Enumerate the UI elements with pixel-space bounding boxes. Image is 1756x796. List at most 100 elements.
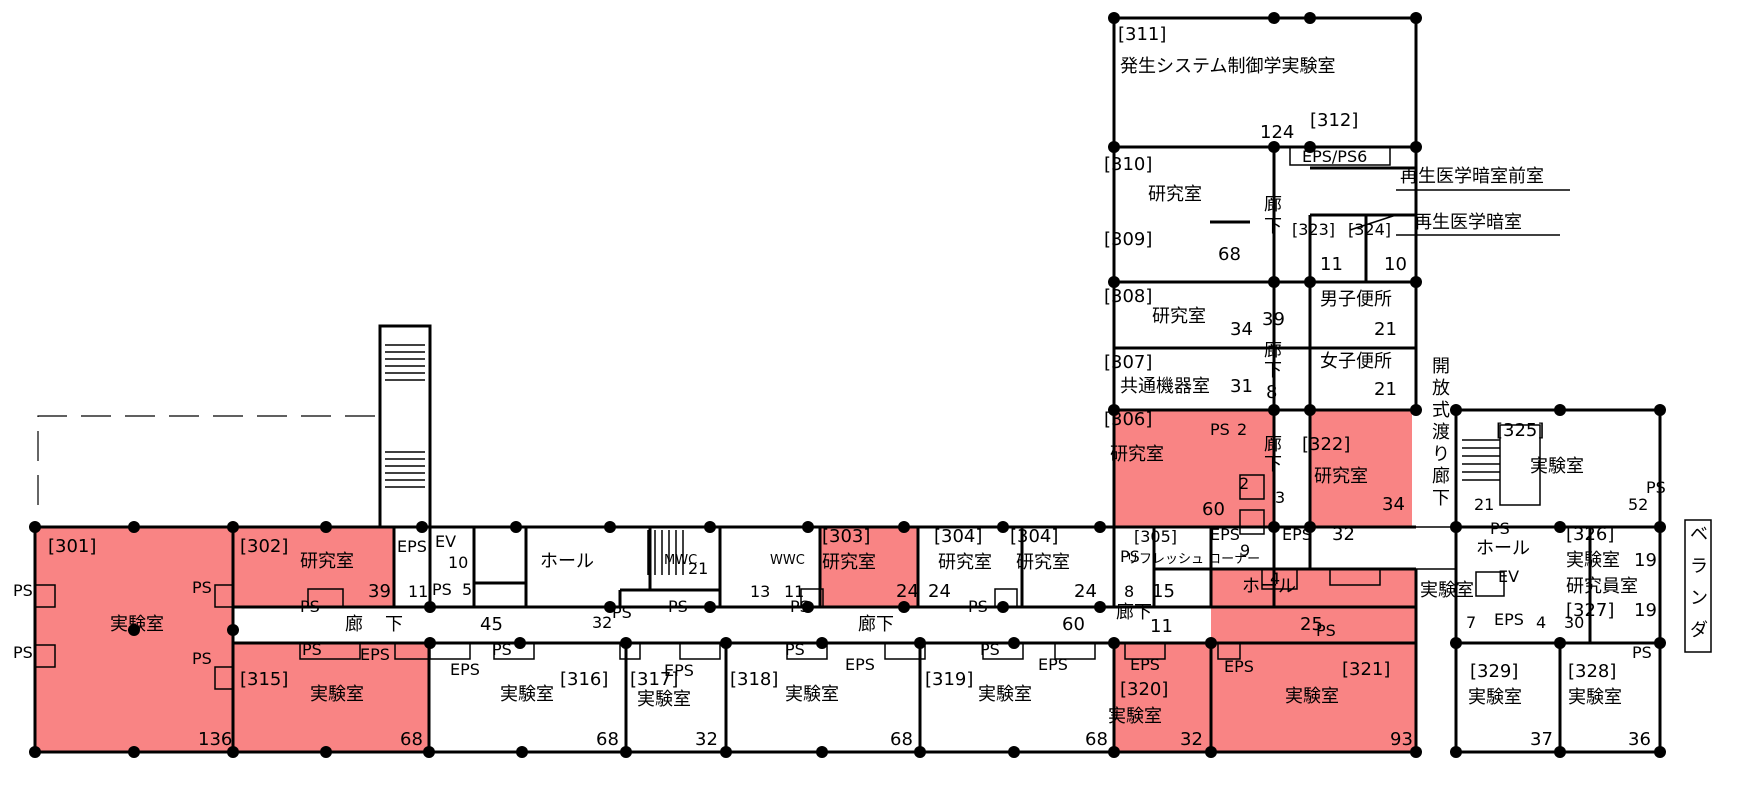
svg-text:4: 4 (1270, 569, 1280, 588)
corridor-v1: 廊 (1264, 194, 1282, 215)
corridor-v-area: 39 (1262, 309, 1285, 330)
callout-2: 再生医学暗室 (1414, 212, 1522, 233)
svg-text:32: 32 (1332, 524, 1355, 545)
svg-text:3: 3 (1275, 488, 1285, 507)
highlight-fills (35, 410, 1416, 752)
svg-text:PS: PS (302, 640, 322, 659)
svg-text:[322]: [322] (1302, 434, 1350, 455)
svg-text:実験室: 実験室 (1468, 687, 1522, 708)
svg-text:21: 21 (688, 559, 708, 578)
svg-text:ダ: ダ (1690, 620, 1708, 641)
svg-text:68: 68 (1218, 244, 1241, 265)
svg-text:60: 60 (1062, 614, 1085, 635)
svg-text:PS: PS (980, 640, 1000, 659)
svg-text:32: 32 (695, 729, 718, 750)
svg-text:研究室: 研究室 (938, 552, 992, 573)
room-319: [319] 実験室 68 (925, 669, 1108, 750)
svg-text:PS: PS (13, 643, 33, 662)
svg-text:PS: PS (13, 581, 33, 600)
svg-text:21: 21 (1474, 495, 1494, 514)
room-322: [322] 研究室 34 (1302, 434, 1405, 515)
room-310: [310] 研究室 (1104, 154, 1202, 205)
svg-text:[304]: [304] (1010, 526, 1058, 547)
stairs-annex (1462, 424, 1541, 506)
corridor-d-area: 11 (1150, 616, 1173, 637)
svg-text:[329]: [329] (1470, 661, 1518, 682)
hall-main: ホール (540, 551, 594, 572)
svg-text:EV: EV (435, 532, 456, 551)
svg-text:[309]: [309] (1104, 229, 1152, 250)
room-321: [321] 実験室 93 (1285, 659, 1413, 750)
svg-text:2: 2 (1237, 420, 1247, 439)
svg-text:PS: PS (432, 580, 452, 599)
corridor-b: 下 (385, 614, 403, 635)
dashed-outline (37, 415, 380, 505)
svg-text:[320]: [320] (1120, 679, 1168, 700)
svg-text:[317]: [317] (630, 669, 678, 690)
callout-1: 再生医学暗室前室 (1400, 166, 1544, 187)
room-304b: [304] 研究室 24 (1010, 526, 1097, 602)
svg-text:式: 式 (1432, 400, 1450, 421)
svg-text:24: 24 (928, 581, 951, 602)
svg-text:PS: PS (785, 640, 805, 659)
room-323: [323] 11 (1292, 220, 1343, 275)
corridor-a: 廊 (345, 614, 363, 635)
corridor-v6: 下 (1264, 454, 1282, 475)
svg-text:下: 下 (1432, 488, 1450, 509)
fill-301 (35, 527, 233, 752)
svg-text:68: 68 (1085, 729, 1108, 750)
svg-text:36: 36 (1628, 729, 1651, 750)
svg-text:EPS: EPS (664, 661, 694, 680)
utility-labels: EPS 11 EV 10 PS 5 32 21 MWC WWC 13 11 PS… (13, 420, 1666, 680)
svg-text:34: 34 (1230, 319, 1253, 340)
room-302: [302] 研究室 39 (240, 536, 391, 602)
svg-text:2: 2 (1239, 474, 1249, 493)
svg-text:リフレッシュ コーナー: リフレッシュ コーナー (1126, 552, 1260, 567)
svg-text:PS: PS (790, 597, 810, 616)
svg-text:EPS/PS6: EPS/PS6 (1302, 147, 1367, 166)
svg-text:[326]: [326] (1566, 524, 1614, 545)
svg-text:EPS: EPS (1210, 525, 1240, 544)
svg-text:ベ: ベ (1690, 524, 1708, 545)
svg-text:研究室: 研究室 (1016, 552, 1070, 573)
svg-text:発生システム制御学実験室: 発生システム制御学実験室 (1120, 56, 1335, 77)
svg-text:ラ: ラ (1690, 556, 1708, 577)
corridor-c: 廊下 (858, 614, 894, 635)
room-306: [306] 研究室 60 (1104, 409, 1225, 520)
svg-text:PS: PS (300, 597, 320, 616)
svg-text:[328]: [328] (1568, 661, 1616, 682)
room-309: [309] 68 (1104, 220, 1250, 265)
svg-text:11: 11 (784, 582, 804, 601)
svg-text:9: 9 (1240, 541, 1250, 560)
svg-text:4: 4 (1536, 613, 1546, 632)
svg-text:93: 93 (1390, 729, 1413, 750)
svg-text:PS: PS (1632, 643, 1652, 662)
svg-text:24: 24 (1074, 581, 1097, 602)
room-318: [318] 実験室 68 (730, 669, 913, 750)
hall-annex: ホール (1476, 538, 1530, 559)
room-328: [328] 実験室 36 (1568, 661, 1651, 750)
svg-text:開: 開 (1432, 356, 1450, 377)
svg-text:実験室: 実験室 (1530, 456, 1584, 477)
hall-mid: ホール (1242, 576, 1296, 597)
svg-text:[303]: [303] (822, 526, 870, 547)
hall-mid-area: 25 (1300, 614, 1323, 635)
female-wc-area: 21 (1374, 379, 1397, 400)
room-320: [320] 実験室 32 (1108, 679, 1203, 750)
svg-text:52: 52 (1628, 495, 1648, 514)
open-bridge-label: 開 放 式 渡 り 廊 下 (1432, 356, 1450, 509)
room-327: 研究員室 [327] 19 (1566, 576, 1657, 621)
svg-text:68: 68 (890, 729, 913, 750)
svg-text:EPS: EPS (1224, 657, 1254, 676)
svg-text:PS: PS (668, 597, 688, 616)
svg-text:PS: PS (612, 603, 632, 622)
male-wc-area: 21 (1374, 319, 1397, 340)
svg-text:19: 19 (1634, 600, 1657, 621)
svg-text:5: 5 (462, 580, 472, 599)
svg-text:[307]: [307] (1104, 352, 1152, 373)
svg-text:EPS: EPS (845, 655, 875, 674)
svg-text:[311]: [311] (1118, 24, 1166, 45)
svg-text:り: り (1432, 444, 1450, 465)
svg-text:研究員室: 研究員室 (1566, 576, 1638, 597)
svg-text:[302]: [302] (240, 536, 288, 557)
